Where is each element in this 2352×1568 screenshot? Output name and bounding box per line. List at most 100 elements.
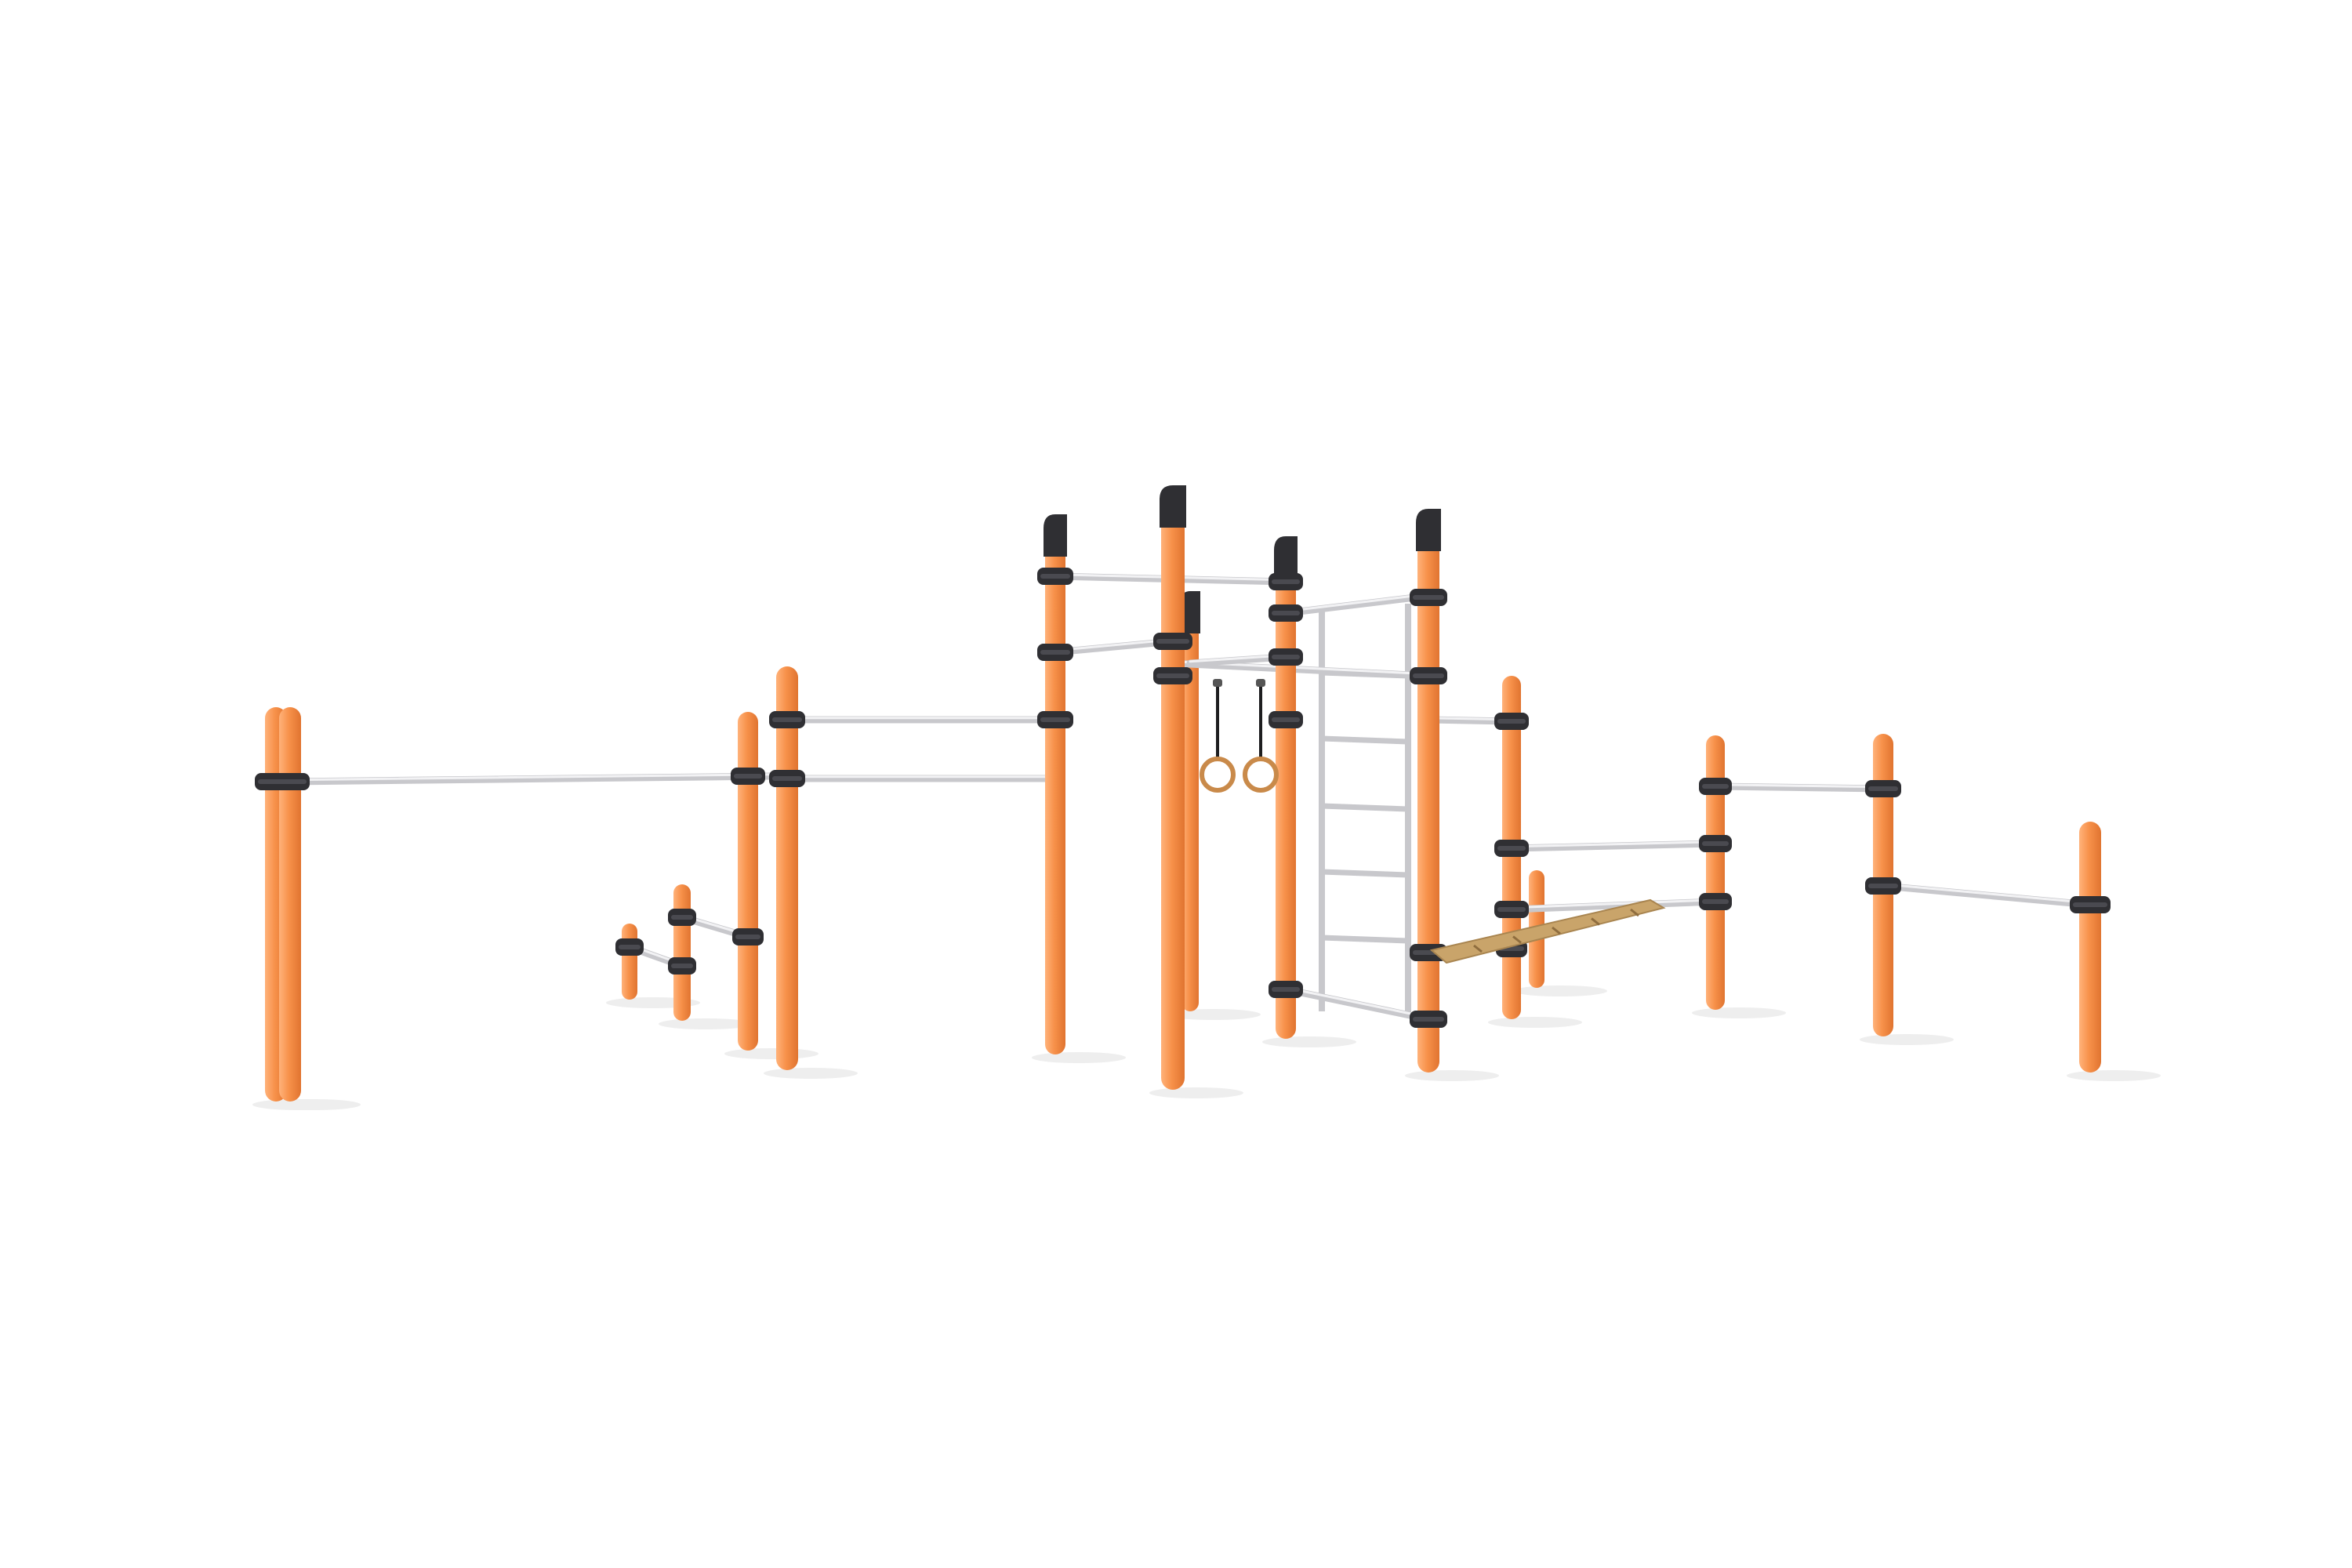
post-lowbar-2-tube (673, 884, 691, 1021)
bench-deck (1429, 898, 1666, 964)
clamp-wall-mid-band (1413, 673, 1444, 678)
clamp-right3-low-band (1868, 884, 1898, 888)
post-lowbar-1-tube (622, 924, 637, 1000)
post-right-1-shadow (1488, 1017, 1582, 1028)
clamp-back-right-top-band (1272, 579, 1300, 584)
bars-layer (286, 572, 2094, 1023)
ladder-rung-5 (1321, 935, 1409, 944)
post-tower-front (1160, 485, 1186, 1090)
bench-slat-5 (1630, 908, 1639, 917)
clamp-tower-front-top-band (1156, 639, 1189, 644)
clamp-right3-top-band (1868, 786, 1898, 791)
clamp-lowbar-2a-band (671, 915, 693, 920)
clamp-parallel-upper-band (772, 717, 802, 722)
ladder-rung-3 (1321, 803, 1409, 812)
post-pullup-left-front-shadow (267, 1099, 361, 1110)
ladder-top-bar-highlight (1284, 593, 1430, 613)
post-lowbar-2-shadow (659, 1018, 753, 1029)
post-wall-left-shadow (1405, 1070, 1499, 1081)
post-tower-front-tube (1161, 490, 1185, 1090)
inclined-bench (1429, 898, 1666, 964)
clamp-tower-left-top-band (1040, 574, 1070, 579)
ring-buckle-1 (1213, 679, 1222, 687)
clamp-right2-low-band (1702, 899, 1729, 904)
clamp-parallel-lower-band (772, 776, 802, 781)
post-tower-left-tube (1045, 519, 1065, 1054)
ladder-bottom-bar-highlight (1284, 986, 1430, 1019)
post-right-4-tube (2079, 822, 2101, 1073)
post-pullup-right (738, 712, 758, 1051)
ring-1 (1200, 757, 1236, 793)
clamp-right2-top-band (1702, 784, 1729, 789)
post-right-3-shadow (1860, 1034, 1954, 1045)
posts-layer (265, 485, 2101, 1102)
bar-right-low (1508, 898, 1719, 913)
pullup-bar-long-highlight (289, 773, 774, 782)
post-tower-back-left-cap (1180, 591, 1200, 633)
clamp-back-right-bottom-band (1272, 987, 1300, 992)
post-wall-left-tube (1417, 514, 1439, 1073)
post-tower-back-left-tube (1181, 596, 1199, 1011)
clamp-tower-front-mid-band (1156, 673, 1189, 678)
post-lowbar-1 (622, 924, 637, 1000)
gymnastic-rings (1200, 679, 1279, 793)
bench-slat-3 (1552, 926, 1561, 935)
clamp-back-right-2-band (1272, 611, 1300, 615)
post-tower-front-cap (1160, 485, 1186, 528)
post-pullup-right-tube (738, 712, 758, 1051)
post-tower-left (1044, 514, 1067, 1054)
ring-2 (1243, 757, 1279, 793)
post-right-2 (1706, 735, 1725, 1010)
clamp-lowbar-1-band (619, 945, 641, 949)
post-right-4-shadow (2067, 1070, 2161, 1081)
clamp-right2-mid-band (1702, 841, 1729, 846)
front-layer (1200, 679, 1666, 964)
bench-slat-1 (1473, 944, 1483, 953)
clamp-wall-top-band (1413, 595, 1444, 600)
post-wall-left-cap (1416, 509, 1441, 551)
rings-crossbar (1169, 659, 1432, 680)
post-tower-front-shadow (1149, 1087, 1243, 1098)
clamps-layer (255, 568, 2111, 1028)
clamp-right1-mid-band (1497, 846, 1526, 851)
post-wall-left (1416, 509, 1441, 1073)
ladder-top-bar (1282, 592, 1432, 617)
clamp-right1-low-band (1497, 907, 1526, 912)
post-tower-back-right-cap (1274, 536, 1298, 579)
clamp-right1-top-band (1497, 719, 1526, 724)
bar-right-mid (1508, 840, 1719, 852)
post-tower-back-left-shadow (1167, 1009, 1261, 1020)
post-pullup-left-front-tube (279, 707, 301, 1102)
post-tower-left-shadow (1032, 1052, 1126, 1063)
post-tower-back-right-shadow (1262, 1036, 1356, 1047)
post-parallel-left (776, 666, 798, 1070)
post-lowbar-2 (673, 884, 691, 1021)
ladder-rung-2 (1321, 735, 1409, 745)
post-right-2-tube (1706, 735, 1725, 1010)
ring-buckle-2 (1256, 679, 1265, 687)
bench-slat-2 (1512, 935, 1522, 944)
clamp-wall-bottom-band (1413, 1017, 1444, 1022)
clamp-tower-left-low-band (1040, 717, 1070, 722)
post-tower-left-cap (1044, 514, 1067, 557)
post-right-4 (2079, 822, 2101, 1073)
clamp-lowbar-3-band (735, 935, 760, 939)
clamp-back-right-4-band (1272, 717, 1300, 722)
bar-right-low-highlight (1510, 898, 1717, 909)
post-right-1-back-shadow (1513, 985, 1607, 996)
post-tower-back-left (1180, 591, 1200, 1011)
post-parallel-left-shadow (764, 1068, 858, 1079)
post-right-2-shadow (1692, 1007, 1786, 1018)
clamp-tower-left-mid-band (1040, 650, 1070, 655)
pullup-bar-long (286, 772, 776, 786)
ladder-rung-4 (1321, 869, 1409, 878)
post-pullup-right-shadow (724, 1048, 818, 1059)
bar-right-mid-highlight (1510, 840, 1717, 848)
bar-right-high-highlight (1714, 783, 1885, 789)
clamp-pullup-right-band (734, 774, 762, 779)
post-parallel-left-tube (776, 666, 798, 1070)
bench-slat-4 (1591, 917, 1600, 926)
wall-ladder (1319, 604, 1411, 1015)
clamp-back-right-3-band (1272, 655, 1300, 659)
